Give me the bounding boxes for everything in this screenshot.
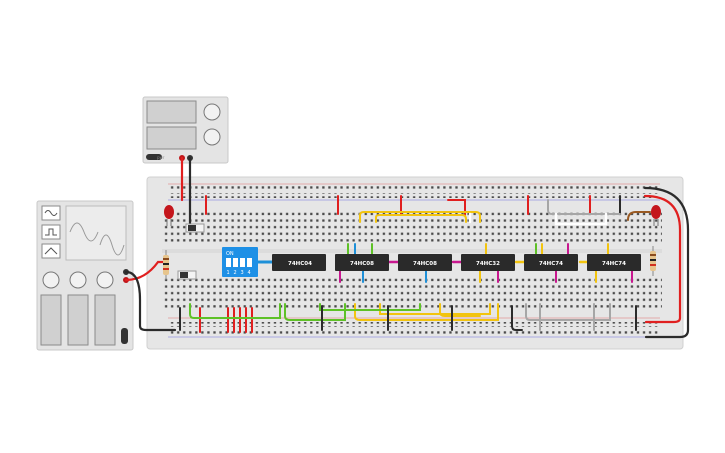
chip-ic6[interactable]: 74HC74 xyxy=(587,254,641,271)
chip-ic1-label: 74HC04 xyxy=(288,261,312,267)
voltage-display xyxy=(146,100,197,124)
center-channel xyxy=(162,249,662,253)
terminal-block-lower xyxy=(162,276,662,309)
dip-toggle-1[interactable] xyxy=(226,258,231,267)
generator-power-button[interactable] xyxy=(121,328,128,344)
chip-ic2[interactable]: 74HC08 xyxy=(335,254,389,271)
waveform-display xyxy=(65,205,127,261)
board-wires[interactable] xyxy=(179,195,651,333)
slide-switch-bottom[interactable] xyxy=(177,270,197,280)
chip-ic5-label: 74HC74 xyxy=(539,261,563,267)
top-rail-positive xyxy=(168,186,658,191)
led-left[interactable] xyxy=(164,205,174,226)
voltage-knob[interactable] xyxy=(203,103,221,121)
bottom-rail-positive xyxy=(168,322,658,327)
dip-toggle-4[interactable] xyxy=(247,258,252,267)
waveform-preview-icon xyxy=(69,222,99,242)
chip-ic4-label: 74HC32 xyxy=(476,261,500,267)
dip-position-3: 3 xyxy=(241,270,244,276)
frequency-knob[interactable] xyxy=(42,271,60,289)
chip-ic2-label: 74HC08 xyxy=(350,261,374,267)
generator-ground-wire[interactable] xyxy=(124,270,177,332)
triangle-wave-button[interactable] xyxy=(41,243,61,259)
chip-ic3-label: 74HC08 xyxy=(413,261,437,267)
top-rail-negative xyxy=(168,193,658,198)
amplitude-display xyxy=(67,294,89,346)
bottom-rail-negative xyxy=(168,330,658,335)
power-supply[interactable]: pwr xyxy=(142,96,229,164)
offset-display xyxy=(94,294,116,346)
dip-position-4: 4 xyxy=(248,270,251,276)
resistor-right[interactable] xyxy=(650,246,656,276)
amplitude-knob[interactable] xyxy=(69,271,87,289)
generator-signal-wire[interactable] xyxy=(124,260,168,282)
chip-ic4[interactable]: 74HC32 xyxy=(461,254,515,271)
frequency-display xyxy=(40,294,62,346)
dip-position-2: 2 xyxy=(234,270,237,276)
triangle-icon xyxy=(44,247,58,255)
chip-ic1[interactable]: 74HC04 xyxy=(272,254,326,271)
dip-toggle-3[interactable] xyxy=(240,258,245,267)
power-button[interactable] xyxy=(146,154,162,160)
chip-ic3[interactable]: 74HC08 xyxy=(398,254,452,271)
offset-knob[interactable] xyxy=(96,271,114,289)
dip-position-1: 1 xyxy=(227,270,230,276)
external-wires[interactable] xyxy=(124,156,690,339)
dip-switch[interactable]: ON 1 2 3 4 xyxy=(222,247,258,277)
slide-switch-top[interactable] xyxy=(185,223,205,233)
dip-toggle-2[interactable] xyxy=(233,258,238,267)
square-icon xyxy=(45,228,57,236)
resistor-left[interactable] xyxy=(163,250,169,280)
chip-ic5[interactable]: 74HC74 xyxy=(524,254,578,271)
led-right[interactable] xyxy=(651,205,661,226)
dip-on-label: ON xyxy=(226,251,234,257)
chip-ic6-label: 74HC74 xyxy=(602,261,626,267)
function-generator[interactable] xyxy=(36,200,134,351)
square-wave-button[interactable] xyxy=(41,224,61,240)
current-display xyxy=(146,126,197,150)
rail-power-bridge-wire[interactable] xyxy=(643,194,682,324)
sine-icon xyxy=(44,210,58,216)
rail-ground-bridge-wire[interactable] xyxy=(643,186,690,339)
power-label: pwr xyxy=(157,155,165,160)
current-knob[interactable] xyxy=(203,128,221,146)
